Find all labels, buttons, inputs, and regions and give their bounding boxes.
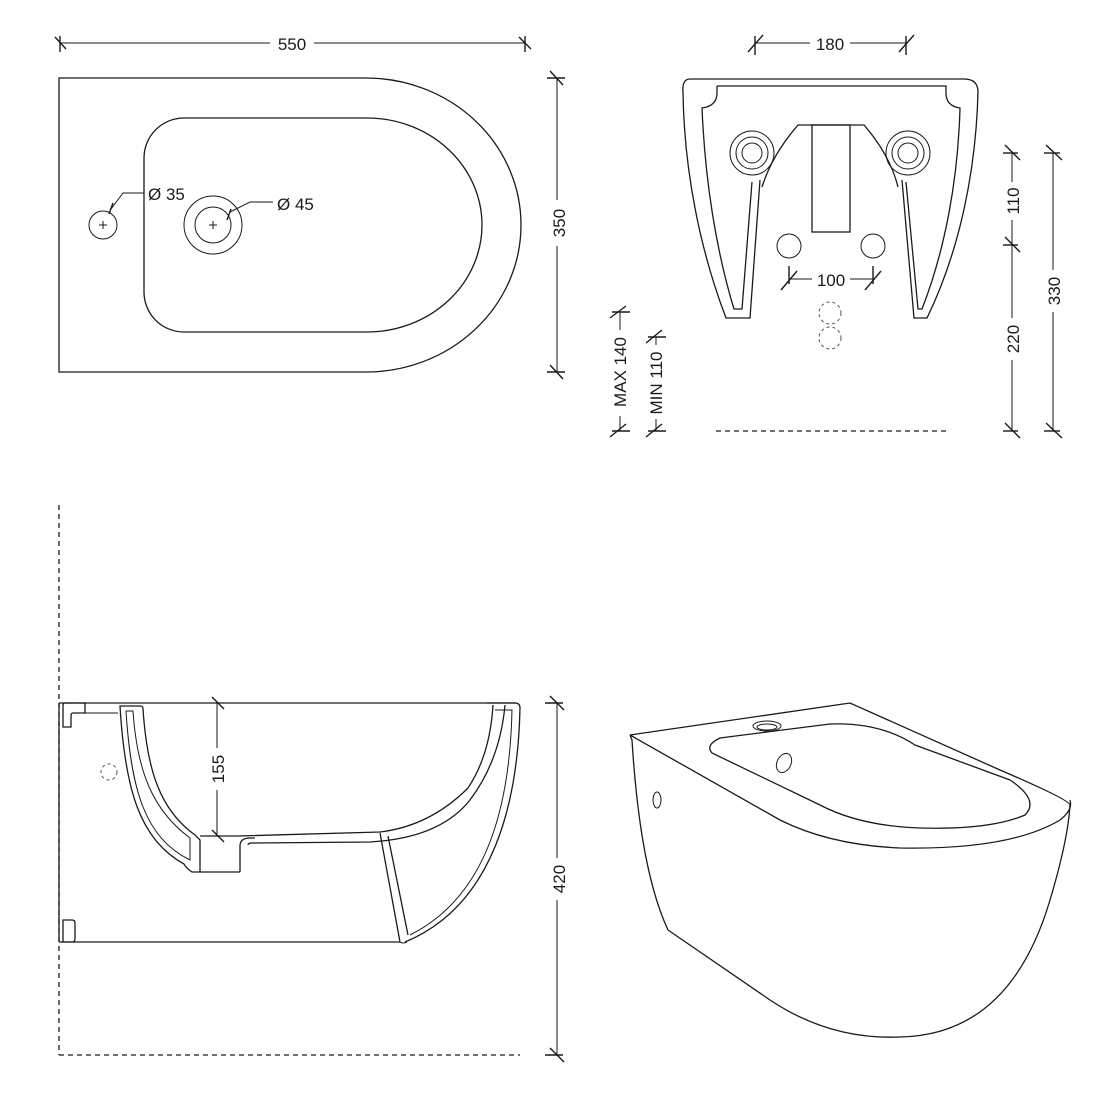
min-height-label: MIN 110 (647, 352, 666, 415)
rear-channel (811, 124, 851, 233)
depth-label: 350 (550, 209, 569, 237)
fixing-hole-right (885, 130, 931, 176)
iso-tap-hole (752, 720, 782, 732)
waste-outlet-min (818, 326, 842, 350)
dimension-bowl-depth: 155 (208, 696, 228, 843)
overall-height-label: 420 (550, 865, 569, 893)
rear-outline (682, 78, 979, 319)
rear-view: 180 100 (607, 32, 1064, 439)
bowl-depth-label: 155 (209, 755, 228, 783)
waste-outlet-max (818, 301, 842, 325)
fixing-spacing-label: 180 (816, 35, 844, 54)
dimension-fixing-spacing: 180 (747, 32, 915, 55)
waste-hole-label: Ø 45 (277, 195, 314, 214)
side-view: 155 420 (58, 505, 569, 1063)
iso-side-fixing-hole (652, 791, 662, 809)
top-view: 550 Ø 35 Ø 45 (54, 32, 569, 380)
side-fixing-hole (100, 763, 118, 781)
isometric-view (629, 702, 1072, 1038)
waste-hole: Ø 45 (183, 195, 314, 255)
lower-height-label: 220 (1004, 325, 1023, 353)
water-inlet-left (776, 233, 802, 259)
max-height-label: MAX 140 (611, 337, 630, 407)
water-inlet-right (860, 233, 886, 259)
upper-height-label: 110 (1004, 187, 1023, 214)
iso-waste-hole (775, 752, 793, 774)
dimension-waste-height: MAX 140 MIN 110 (607, 305, 667, 438)
dimension-heights: 110 220 330 (1003, 144, 1064, 439)
width-label: 550 (278, 35, 306, 54)
dimension-depth: 350 (547, 70, 569, 380)
tap-hole: Ø 35 (88, 185, 185, 240)
inlet-spacing-label: 100 (817, 271, 845, 290)
dimension-width: 550 (54, 32, 532, 54)
top-basin (143, 117, 483, 333)
fixing-hole-left (729, 130, 775, 176)
dimension-inlet-spacing: 100 (780, 266, 882, 291)
dimension-overall-height: 420 (545, 695, 569, 1063)
total-height-label: 330 (1045, 277, 1064, 305)
top-outline (58, 77, 522, 373)
tap-hole-label: Ø 35 (148, 185, 185, 204)
